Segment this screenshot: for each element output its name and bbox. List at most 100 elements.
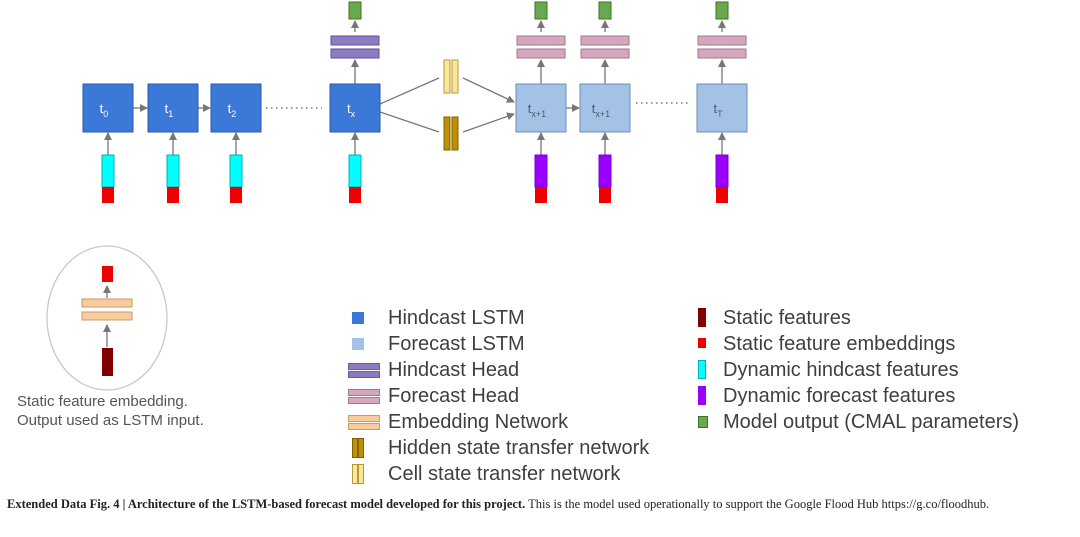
- figure-caption: Extended Data Fig. 4 | Architecture of t…: [7, 494, 1073, 514]
- dynamic-forecast-swatch: [698, 386, 706, 405]
- transfer-arrow: [462, 112, 515, 133]
- model-output-forecast: [715, 1, 729, 20]
- lstm-cell-box: [515, 83, 567, 133]
- embedding-bar: [81, 311, 133, 321]
- inset-ellipse: [46, 245, 168, 391]
- static-embedding-bar: [102, 187, 114, 203]
- static-embedding-bar: [716, 187, 728, 203]
- forecast-lstm-cell: tx+1: [515, 83, 567, 133]
- hindcast-lstm-cell: t0: [82, 83, 134, 133]
- lstm-cell-box: [696, 83, 748, 133]
- static-embedding-bar: [535, 187, 547, 203]
- legend-label: Cell state transfer network: [388, 463, 621, 485]
- legend-label: Static feature embeddings: [723, 333, 956, 355]
- legend-label: Static features: [723, 307, 851, 329]
- legend-label: Model output (CMAL parameters): [723, 411, 1020, 433]
- embedding-bar: [81, 298, 133, 308]
- dynamic-hindcast-swatch: [698, 360, 706, 379]
- hidden-transfer-bar: [451, 116, 459, 151]
- cell-transfer-bar: [443, 59, 451, 94]
- cell-label: t1: [165, 101, 174, 119]
- dynamic-feature-bar: [101, 154, 115, 188]
- static-embeddings-swatch: [698, 338, 706, 348]
- caption-bold: Extended Data Fig. 4 | Architecture of t…: [7, 497, 526, 511]
- caption-text: This is the model used operationally to …: [525, 497, 990, 511]
- forecast-head: [580, 35, 630, 59]
- dynamic-feature-bar: [229, 154, 243, 188]
- static-features-bar: [102, 348, 113, 376]
- cell-label: t0: [100, 101, 109, 119]
- legend-label: Embedding Network: [388, 411, 569, 433]
- inset-caption-line2: Output used as LSTM input.: [17, 412, 204, 429]
- transfer-arrow: [379, 111, 440, 133]
- dynamic-feature-bar: [534, 154, 548, 188]
- model-output-forecast: [598, 1, 612, 20]
- lstm-cell-box: [579, 83, 631, 133]
- forecast-lstm-cell: tx+1: [579, 83, 631, 133]
- hindcast-lstm-cell: tx: [329, 83, 381, 133]
- lstm-cell-box: [82, 83, 134, 133]
- input-feature-stack: [598, 154, 612, 203]
- cell-label: tT: [713, 101, 723, 119]
- static-embedding-inset: [46, 245, 168, 391]
- cell-label: tx+1: [592, 101, 610, 119]
- head-bar: [330, 48, 380, 59]
- transfer-arrow: [379, 77, 440, 105]
- hindcast-head-swatch: [348, 363, 380, 370]
- inset-caption: Static feature embedding. Output used as…: [17, 392, 204, 430]
- static-embedding-bar: [102, 266, 113, 282]
- static-embedding-bar: [167, 187, 179, 203]
- cell-transfer-swatch: [352, 464, 358, 484]
- input-feature-stack: [101, 154, 115, 203]
- dynamic-feature-bar: [715, 154, 729, 188]
- embedding-network-swatch: [348, 415, 380, 422]
- legend-label: Hindcast LSTM: [388, 307, 525, 329]
- dynamic-feature-bar: [348, 154, 362, 188]
- cell-label: tx+1: [528, 101, 546, 119]
- forecast-lstm-cell: tT: [696, 83, 748, 133]
- head-bar: [697, 48, 747, 59]
- forecast-head: [697, 35, 747, 59]
- input-feature-stack: [534, 154, 548, 203]
- legend-label: Hindcast Head: [388, 359, 520, 381]
- forecast-head: [516, 35, 566, 59]
- head-bar: [330, 35, 380, 46]
- model-output-swatch: [698, 416, 708, 428]
- head-bar: [580, 48, 630, 59]
- hindcast-lstm-swatch: [352, 312, 364, 324]
- input-feature-stack: [166, 154, 180, 203]
- legend-label: Forecast Head: [388, 385, 520, 407]
- legend-label: Dynamic forecast features: [723, 385, 956, 407]
- hidden-transfer-swatch: [352, 438, 358, 458]
- dynamic-feature-bar: [166, 154, 180, 188]
- model-output-tx: [348, 1, 362, 20]
- static-embedding-bar: [230, 187, 242, 203]
- lstm-cell-box: [210, 83, 262, 133]
- head-bar: [516, 48, 566, 59]
- head-bar: [580, 35, 630, 46]
- static-embedding-bar: [599, 187, 611, 203]
- legend-label: Dynamic hindcast features: [723, 359, 959, 381]
- static-features-swatch: [698, 308, 706, 327]
- transfer-arrow: [462, 77, 515, 103]
- forecast-head-swatch: [348, 389, 380, 396]
- head-bar: [697, 35, 747, 46]
- lstm-cell-box: [329, 83, 381, 133]
- cell-label: t2: [228, 101, 237, 119]
- hidden-transfer-bar: [443, 116, 451, 151]
- forecast-lstm-swatch: [352, 338, 364, 350]
- inset-caption-line1: Static feature embedding.: [17, 393, 188, 410]
- transfer-networks: [379, 59, 459, 151]
- legend-label: Hidden state transfer network: [388, 437, 650, 459]
- input-feature-stack: [229, 154, 243, 203]
- input-feature-stack: [348, 154, 362, 203]
- cell-label: tx: [347, 101, 356, 119]
- lstm-cell-box: [147, 83, 199, 133]
- hindcast-lstm-cell: t2: [210, 83, 262, 133]
- model-output-forecast: [534, 1, 548, 20]
- dynamic-feature-bar: [598, 154, 612, 188]
- input-feature-stack: [715, 154, 729, 203]
- head-bar: [516, 35, 566, 46]
- hindcast-head: [330, 35, 380, 59]
